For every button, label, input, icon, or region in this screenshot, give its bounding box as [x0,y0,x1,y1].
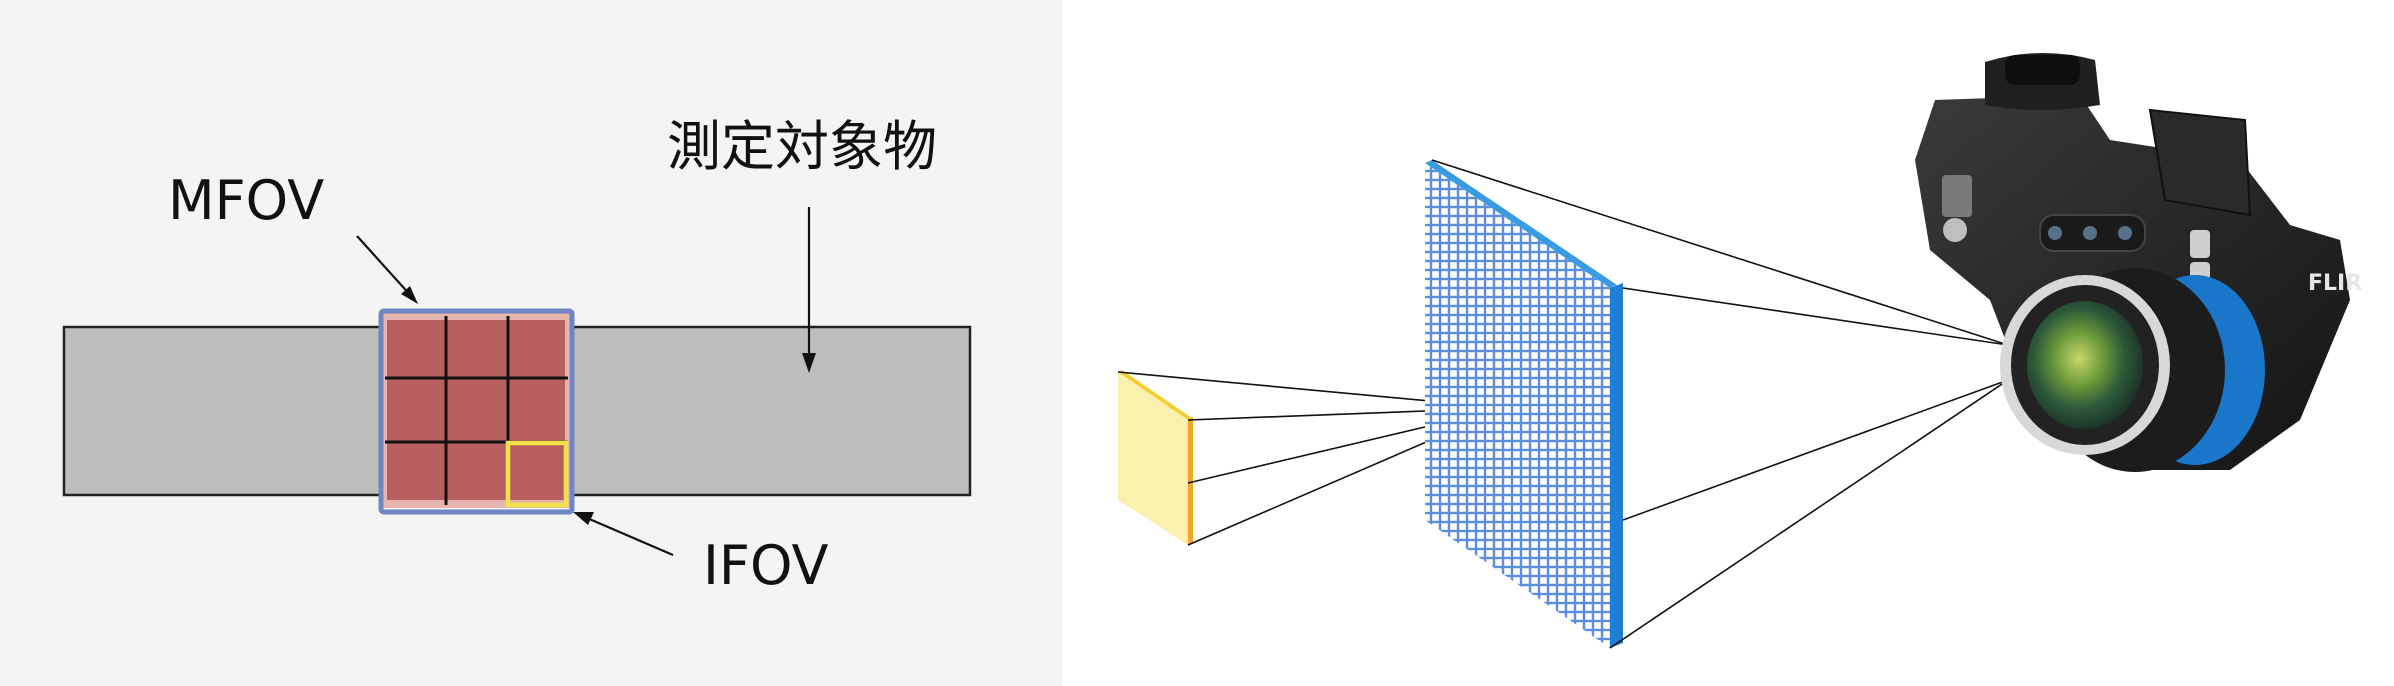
measured-object-label: 測定対象物 [667,115,937,178]
camera-side-button [1942,175,1972,217]
mfov-cells [387,320,565,500]
sensor-dot-2 [2083,226,2097,240]
mfov-label: MFOV [168,169,324,232]
ifov-label: IFOV [703,534,829,597]
camera-front-button [2190,230,2210,258]
ifov-arrow [586,516,674,557]
ifov-arrowhead [573,512,594,525]
ifov-outline [505,440,569,508]
object-arrowhead [802,353,816,373]
mfov-arrowhead [401,286,418,304]
mfov-outline [378,308,575,515]
mfov-arrow [356,235,413,298]
viewfinder-eyecup [2005,55,2080,85]
detector-rays [1431,159,2009,649]
sensor-dot-1 [2048,226,2062,240]
camera-display [2148,108,2252,217]
detector-array [1425,160,1623,648]
camera-side-light [1943,218,1967,242]
target-patch-face [1118,372,1188,545]
detector-side-edge [1610,283,1623,648]
detector-grid [1425,163,1610,648]
target-patch-side-edge [1188,417,1193,545]
thermal-camera: FLIR [1915,52,2362,472]
sensor-dot-3 [2118,226,2132,240]
left-panel: MFOV 測定対象物 IFOV [0,0,1062,686]
detector-top-edge [1425,160,1617,288]
camera-brand-logo: FLIR [2308,271,2362,296]
target-patch-top-edge [1118,370,1192,420]
mfov-grid [378,308,575,515]
right-panel: FLIR [1117,52,2362,649]
lens-glass [2027,301,2143,429]
target-patch [1118,370,1193,545]
